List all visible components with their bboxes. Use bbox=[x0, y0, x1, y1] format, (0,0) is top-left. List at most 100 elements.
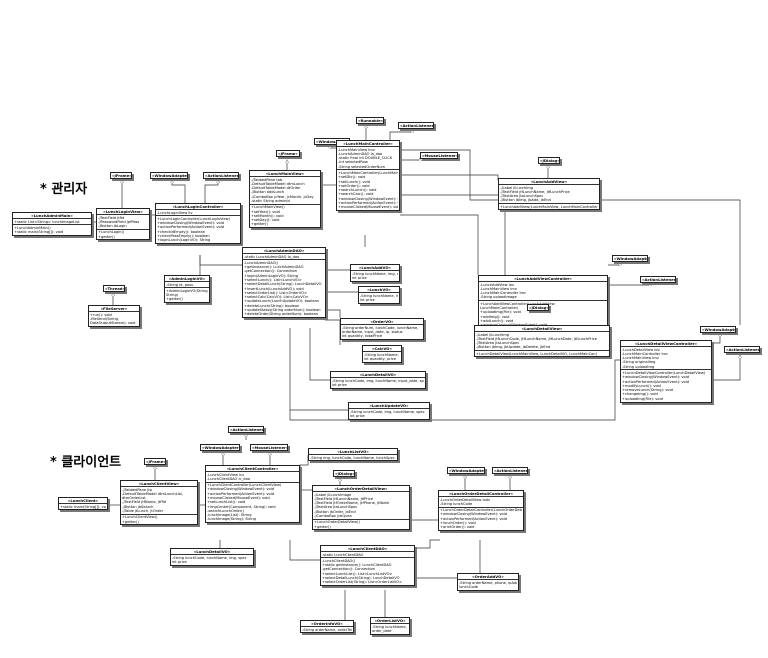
class-box-lunchaddview: «LunchAddView»-JLabel jlLunchImg-JTextFi… bbox=[498, 178, 600, 211]
class-box-actionlistener6: «ActionListener» bbox=[492, 467, 528, 474]
class-operation: +windowClosing(WindowEvent): void bbox=[622, 375, 690, 380]
class-operations: +LunchMainView()+setYear(): void+setMont… bbox=[250, 203, 320, 227]
class-box-lunchorderdetailview: «LunchOrderDetailView»-JLabel jlLunchIma… bbox=[312, 485, 410, 531]
class-operation: +deleteOrder(String orderNum): boolean bbox=[244, 312, 318, 317]
class-operation: +selectLunchList(): List<LunchListVO> bbox=[322, 571, 393, 576]
class-attributes: -static LunchClientDAO bbox=[321, 552, 414, 557]
class-operations: +LunchDetailView(LunchMainView, LunchDet… bbox=[475, 350, 609, 356]
class-box-windowadapter6: «WindowAdapter» bbox=[447, 467, 485, 474]
class-name: «WindowAdapter» bbox=[152, 173, 187, 178]
class-operation: +mouseClicked(MouseEvent): void bbox=[207, 495, 270, 500]
class-attribute: -JTable jtLunch, jtOrder bbox=[122, 508, 164, 513]
class-attribute: int price bbox=[172, 559, 187, 564]
class-name: «ActionListener» bbox=[642, 277, 675, 282]
assoc-controller-dao bbox=[199, 255, 242, 266]
inherit-logincontroller-actionlistener bbox=[204, 180, 218, 203]
client-section-title: * 클라이언트 bbox=[50, 455, 122, 470]
class-attribute: -String lunchCode, img, lunchName, spec bbox=[350, 409, 425, 414]
class-attribute: -JTextArea jtaLunchSpec bbox=[476, 341, 520, 346]
class-attributes: +static List<String> lunchImageList bbox=[13, 219, 91, 224]
class-box-runnable: «Runnable» bbox=[356, 117, 384, 124]
class-name: «WindowAdapter» bbox=[614, 256, 647, 261]
class-attribute: -JButton jbImg, jbUpdate, jbDelete, jbEn… bbox=[476, 345, 551, 350]
class-name: «LunchClientController» bbox=[206, 466, 299, 472]
class-operation: +lunchOrder(): void bbox=[440, 520, 476, 525]
class-operation: +deleteLunch(String): boolean bbox=[244, 303, 300, 308]
class-attribute: -LunchMainView lmv bbox=[480, 286, 517, 291]
class-operations: +LunchLoginController(LunchLoginView)+wi… bbox=[156, 215, 240, 243]
assoc-ctrl-dao bbox=[289, 540, 320, 561]
class-name: «ActionListener» bbox=[205, 173, 238, 178]
class-box-lunchvo: «LunchVO»-String lunchName, img,int pric… bbox=[358, 286, 400, 304]
class-attributes: -String lunchName,order_date bbox=[371, 624, 409, 634]
class-operation: +selectCalc(CalcVO): List<CalcVO> bbox=[244, 295, 309, 300]
inherit-detailctrl-windowadapter bbox=[712, 333, 720, 344]
class-operation: DataOutputStream): void bbox=[90, 321, 136, 326]
class-name: «JDialog» bbox=[529, 305, 548, 310]
class-operation: -getConnection(): Connection bbox=[244, 269, 298, 274]
class-box-windowadapter5: «WindowAdapter» bbox=[200, 444, 240, 451]
class-operation: +LunchClientView() bbox=[122, 515, 158, 520]
class-operation: +actionPerformed(ActionEvent): void bbox=[440, 516, 507, 521]
class-attribute: -String lunchName, img, spec, bbox=[352, 271, 398, 276]
class-name: «LunchOrderDetailController» bbox=[439, 491, 523, 497]
class-attribute: -JTextField jtfLunchName, jtfPrice bbox=[314, 496, 374, 501]
class-operation: +static main(String[]): void bbox=[14, 230, 64, 235]
class-operation: -LunchClientDAO() bbox=[322, 558, 356, 563]
class-attribute: -static LunchAdminDAO la_dao bbox=[244, 254, 300, 259]
class-operation: +setLunchList(): void bbox=[207, 500, 246, 505]
class-box-jdialog2: «JDialog» bbox=[527, 304, 549, 311]
class-box-lunchdetailviewcontroller: «LunchDetailViewController»-LunchDetailV… bbox=[620, 340, 712, 403]
class-name: «OrderVO» bbox=[341, 319, 423, 325]
class-attributes: -static LunchAdminDAO la_dao bbox=[243, 254, 325, 259]
class-name: «Thread» bbox=[105, 286, 124, 291]
class-attribute: int price bbox=[360, 297, 375, 302]
class-name: «WindowAdapter» bbox=[449, 468, 484, 473]
class-box-windowadapter4: «WindowAdapter» bbox=[700, 326, 736, 333]
class-box-actionlistener4: «ActionListener» bbox=[724, 346, 760, 353]
class-box-lunchclientview: «LunchClientView»-JTabbedPane jtp-Defaul… bbox=[120, 480, 198, 526]
class-attributes: -LunchAddView lav-LunchMainView lmv-Lunc… bbox=[479, 282, 607, 300]
class-attribute: -String lunchName, img, bbox=[360, 293, 398, 298]
class-operation: +run(): void bbox=[90, 312, 112, 317]
class-operations: +LunchAdminMain()+static main(String[]):… bbox=[13, 224, 91, 235]
class-attributes: -String lunchName, img, spec,int price bbox=[351, 271, 399, 281]
class-attribute: dtmOrderList bbox=[122, 496, 146, 501]
class-name: «LunchAddView» bbox=[499, 179, 599, 185]
class-box-jdialog3: «JDialog» bbox=[333, 470, 355, 477]
class-box-windowadapter2: «WindowAdapter» bbox=[150, 172, 188, 179]
class-attribute: int price bbox=[332, 382, 347, 387]
class-name: «LunchUpdateVO» bbox=[349, 403, 429, 409]
class-name: «JDialog» bbox=[335, 471, 354, 476]
class-attribute: -LunchClientView lcv bbox=[207, 472, 245, 477]
class-operation: +windowClosing(WindowEvent): void bbox=[338, 196, 398, 201]
class-operation: +getter() bbox=[98, 234, 115, 239]
class-attribute: -JTabbedPane jtp bbox=[122, 487, 152, 492]
class-attribute: -LunchOrderDetailView lodv bbox=[440, 497, 491, 502]
class-operations: +LunchLogin()+getter() bbox=[97, 228, 149, 240]
class-name: «MouseListener» bbox=[252, 445, 287, 450]
class-attribute: -LunchClientDAO lc_dao bbox=[207, 476, 250, 481]
class-attribute: -JTextField jtfName, jtfTel bbox=[122, 500, 167, 505]
class-attribute: -int selectedRow bbox=[338, 160, 368, 165]
class-operation: +static main(String[]): void bbox=[60, 504, 106, 509]
class-attribute: -String img, lunchCode, lunchName, lunch… bbox=[310, 455, 395, 460]
class-attribute: -String lunchCode, lunchName, img, spec bbox=[172, 555, 247, 560]
class-operation: +LunchLoginController(LunchLoginView) bbox=[157, 216, 230, 221]
class-name: «LunchMainController» bbox=[337, 141, 399, 147]
class-operation: +checkPassEmpty(): boolean bbox=[157, 233, 210, 238]
class-box-orderinfovo: «OrderInfoVO»-String orderName, orderTel bbox=[300, 620, 354, 634]
class-box-lunchdetailvo: «LunchDetailVO»-String lunchCode, img, l… bbox=[330, 371, 426, 389]
assoc-dao-ordervo bbox=[325, 309, 341, 318]
class-name: «LunchClient» bbox=[59, 498, 107, 504]
class-box-adminloginvo: «AdminLoginVO»-String id, pass+AdminLogi… bbox=[164, 275, 210, 304]
class-box-lunchadminmain: «LunchAdminMain»+static List<String> lun… bbox=[12, 212, 92, 236]
class-attribute: -JPasswordField jpfPass bbox=[98, 219, 140, 224]
class-name: «WindowAdapter» bbox=[702, 327, 735, 332]
class-attributes: -LunchDetailView ldv-LunchMainController… bbox=[621, 347, 711, 369]
class-name: «OrderListVO» bbox=[371, 618, 409, 624]
class-box-lunchmaincontroller: «LunchMainController»-LunchMainView lmv-… bbox=[336, 140, 400, 212]
inherit-maincontroller-actionlistener bbox=[389, 130, 412, 140]
class-operation: +mouseClicked(MouseEvent): void bbox=[338, 205, 398, 210]
